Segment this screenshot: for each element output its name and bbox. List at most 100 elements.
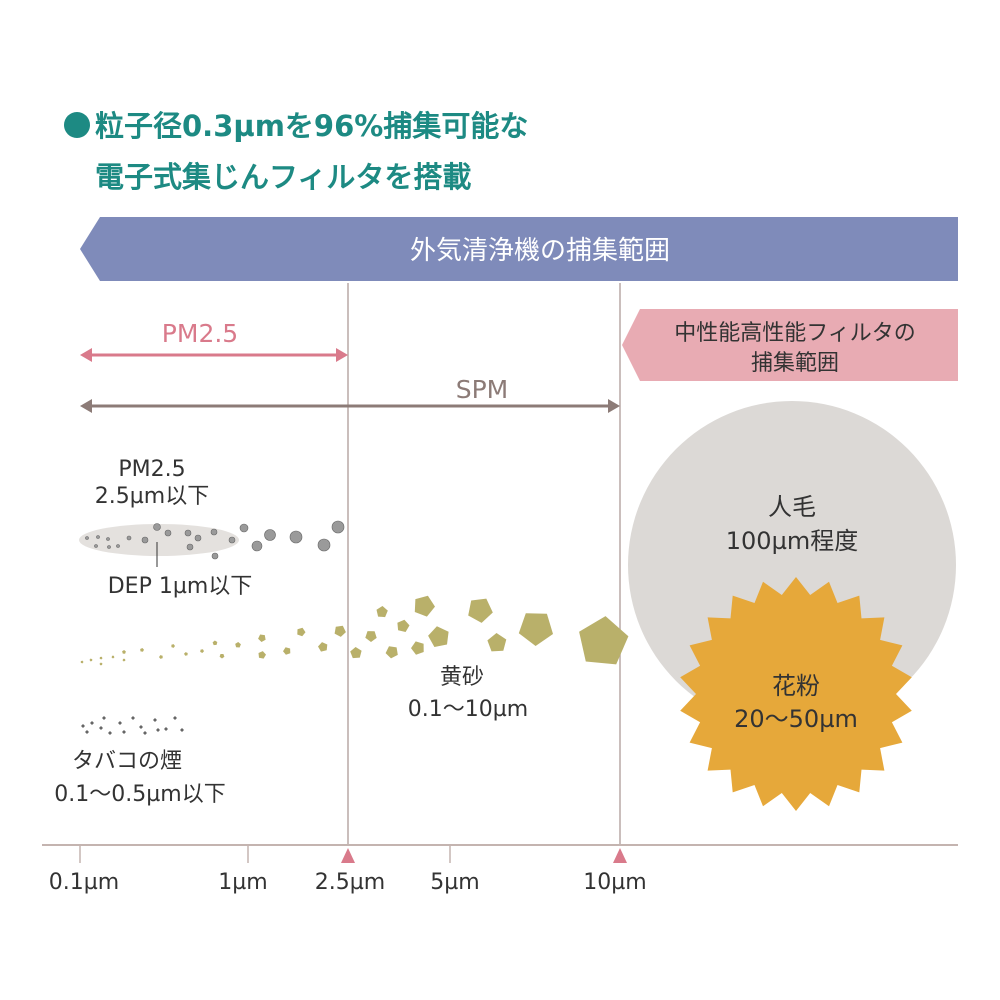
sand-particle: [468, 598, 493, 623]
pm25-particle: [289, 530, 303, 544]
hair-name: 人毛: [768, 493, 816, 521]
pm25-particle: [264, 529, 276, 541]
pm25-particle: [331, 520, 345, 534]
smoke-particle: [143, 731, 147, 735]
marker-10um-icon: [613, 848, 627, 863]
sand-particle: [487, 633, 507, 652]
sand-particle: [212, 640, 218, 646]
smoke-particle: [108, 731, 112, 735]
sand-particle: [80, 660, 84, 664]
smoke-particle: [131, 716, 135, 720]
filter-range-line1: 中性能高性能フィルタの: [674, 321, 916, 346]
smoke-particle: [153, 718, 157, 722]
smoke-size: 0.1〜0.5µm以下: [54, 782, 225, 807]
pm25-particle: [164, 529, 172, 537]
bullet-icon: [64, 112, 90, 138]
pm25-particle: [239, 523, 249, 533]
pm25-particle: [228, 536, 236, 544]
dep-ellipse: [79, 524, 239, 556]
filter-range-line2: 捕集範囲: [751, 351, 839, 376]
spm-range-arrow: [80, 399, 620, 413]
marker-2-5um-icon: [341, 848, 355, 863]
spm-range-label: SPM: [456, 375, 509, 404]
pm25-particle: [96, 535, 100, 539]
sand-particle: [385, 646, 398, 659]
title-line2: 電子式集じんフィルタを搭載: [95, 160, 471, 194]
sand-particle: [219, 654, 225, 659]
sand-particle: [283, 647, 291, 655]
smoke-particle: [122, 730, 126, 734]
pm25-particle: [186, 543, 194, 551]
sand-particle: [579, 616, 629, 665]
sand-particle: [334, 625, 346, 637]
sand-particle: [411, 641, 424, 655]
sand-particle: [414, 595, 435, 617]
hair-size: 100µm程度: [726, 527, 858, 555]
pm25-particle: [85, 536, 89, 540]
smoke-particles: [81, 716, 184, 735]
sand-particle: [200, 649, 204, 653]
sand-particle: [350, 647, 362, 659]
smoke-particle: [81, 724, 85, 728]
smoke-particle: [164, 727, 168, 731]
purifier-range-banner: [80, 217, 958, 281]
sand-particle: [318, 642, 328, 652]
axis-ticks: [79, 845, 451, 863]
sand-particle: [258, 634, 266, 642]
sand-particle: [397, 619, 410, 632]
smoke-particle: [180, 728, 184, 732]
sand-particle: [171, 644, 175, 648]
pm25-particle: [184, 529, 192, 537]
sand-particle: [297, 627, 306, 637]
smoke-name: タバコの煙: [72, 749, 182, 774]
pm25-size: 2.5µm以下: [95, 484, 209, 509]
sand-size: 0.1〜10µm: [408, 697, 528, 722]
smoke-particle: [139, 725, 143, 729]
sand-particle: [159, 655, 163, 659]
tick-label: 1µm: [218, 870, 267, 895]
sand-particle: [140, 648, 144, 652]
pm25-particle: [107, 545, 111, 549]
pm25-particles: [85, 520, 345, 560]
pm25-name: PM2.5: [118, 457, 185, 482]
tick-label: 2.5µm: [315, 870, 385, 895]
sand-particle: [365, 631, 377, 642]
pollen-size: 20〜50µm: [734, 705, 858, 733]
pm25-range-arrow: [80, 348, 348, 362]
pm25-particle: [210, 528, 218, 536]
sand-particle: [99, 662, 103, 666]
smoke-particle: [90, 721, 94, 725]
title-line1: 粒子径0.3µmを96%捕集可能な: [95, 109, 528, 143]
smoke-particle: [118, 721, 122, 725]
smoke-particle: [102, 716, 106, 720]
smoke-particle: [99, 726, 103, 730]
pollen-name: 花粉: [772, 672, 820, 700]
pm25-particle: [126, 535, 132, 541]
tick-label: 5µm: [430, 870, 479, 895]
pm25-particle: [251, 540, 263, 552]
purifier-range-label: 外気清浄機の捕集範囲: [410, 236, 670, 266]
smoke-particle: [85, 730, 89, 734]
pm25-particle: [116, 544, 120, 548]
sand-particle: [122, 658, 126, 662]
yellow-sand-particles: [80, 595, 629, 666]
smoke-particle: [173, 716, 177, 720]
dep-label: DEP 1µm以下: [108, 574, 253, 599]
sand-particle: [89, 658, 93, 662]
sand-particle: [184, 652, 188, 656]
sand-particle: [111, 655, 115, 659]
tick-label: 0.1µm: [49, 870, 119, 895]
smoke-particle: [156, 728, 160, 732]
sand-particle: [99, 656, 103, 660]
sand-particle: [258, 651, 266, 659]
pollen-shape: [680, 577, 912, 811]
sand-particle: [518, 613, 553, 646]
pm25-particle: [141, 536, 149, 544]
pm25-particle: [153, 523, 161, 531]
filter-range-banner: [622, 309, 958, 381]
pm25-particle: [317, 538, 331, 552]
pm25-particle: [211, 552, 219, 560]
sand-particle: [376, 606, 388, 618]
pm25-particle: [106, 537, 110, 541]
pm25-particle: [94, 544, 98, 548]
